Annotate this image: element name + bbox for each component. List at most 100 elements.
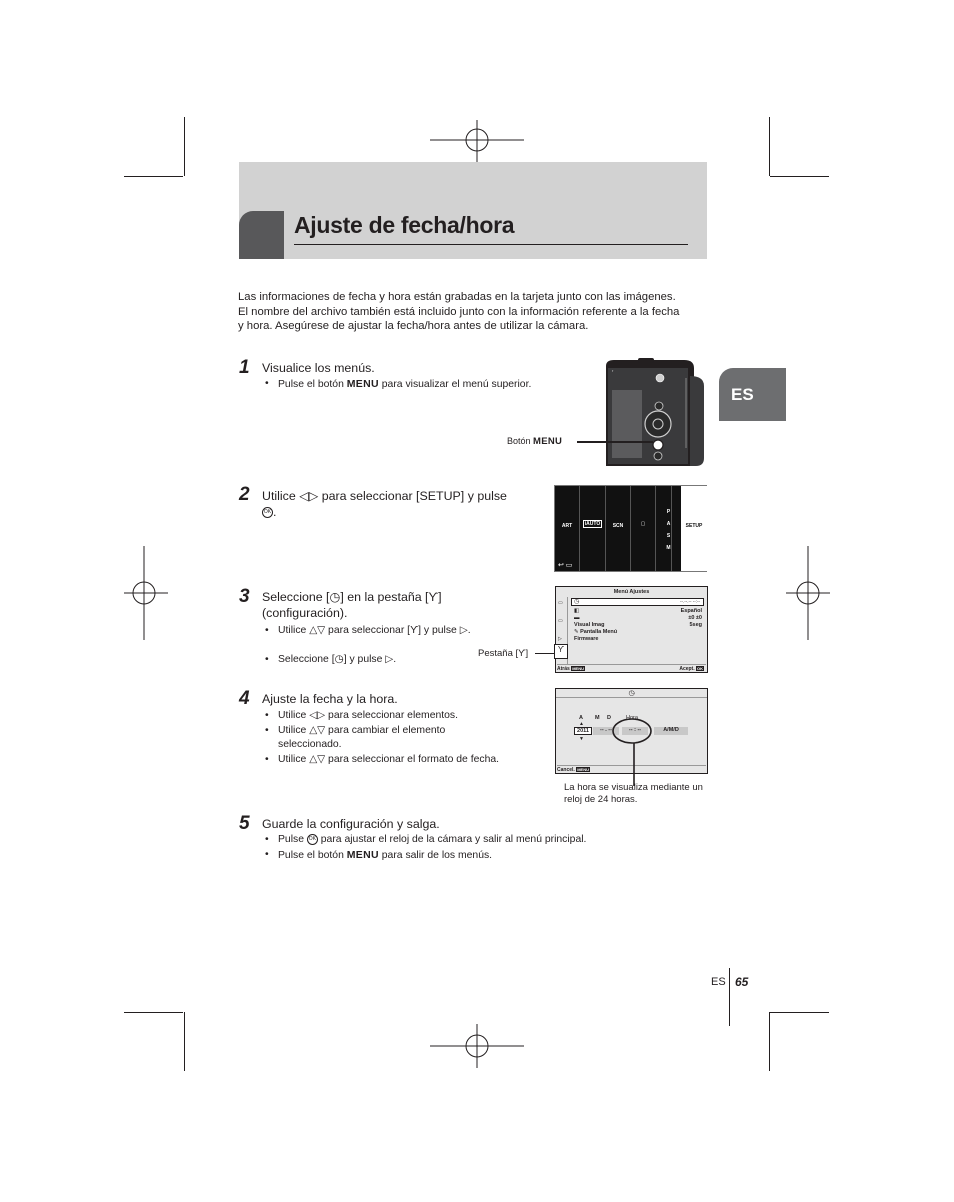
menu-tab-setup: SETUP [681,486,707,571]
bullet: Pulse el botón MENU para salir de los me… [265,848,685,863]
callout-text: ] [525,648,529,659]
step-text-part: para seleccionar [SETUP] y pulse [318,489,507,503]
row-monitor: ▬±0 ±0 [574,615,702,622]
label-day: D [607,715,611,721]
screen-footer: Atrás MENU Acept. OK [557,664,706,672]
bullet-text: Utilice [278,725,310,736]
menu-tab-photo-story: ▢ [631,486,656,571]
row-value: ±0 ±0 [688,615,702,621]
bullet: Utilice △▽ para seleccionar [ϒ] y pulse … [265,624,475,638]
header-band [239,162,707,259]
date-format-field: A/M/D [654,727,688,735]
screen-footer: Cancel. MENU [557,765,706,773]
ok-button-icon: OK [262,507,273,519]
bullet-text: ] y pulse [343,654,386,665]
menu-tab-art: ART [555,486,580,571]
title-rule [294,244,688,245]
left-right-arrows-icon: ◁▷ [309,710,326,721]
down-arrow-icon: ▼ [579,736,584,742]
registration-mark-top [430,120,524,162]
playback-tab-icon: ▷ [558,636,562,642]
camera-illustration: r [604,358,708,468]
side-tabs: ▭ ▭ ▷ [556,597,568,664]
custom-menu-icon: ✎ [574,629,581,635]
step-text-part: ] (configuración). [262,590,442,620]
up-down-arrows-icon: △▽ [309,625,326,636]
up-arrow-icon: ▲ [579,721,584,727]
right-arrow-icon: ▷ [459,625,468,636]
screen-title: Menú Ajustes [613,589,650,595]
key-badge: MENU [571,666,585,671]
step-text: Seleccione [◷] en la pestaña [ϒ] (config… [262,589,492,621]
label-month: M [595,715,600,721]
divider [556,697,707,698]
menu-tab-pasm: P A S M [666,486,672,571]
callout-text: Pestaña [ [478,648,519,659]
bullet: Pulse el botón MENU para visualizar el m… [265,377,535,392]
wrench-icon: ϒ [428,590,439,604]
step-text: Utilice ◁▷ para seleccionar [SETUP] y pu… [262,488,552,520]
menu-button-callout: Botón MENU [507,435,562,448]
step-number: 5 [239,813,250,834]
step-text-part: . [273,505,277,519]
label-time: Hora [626,715,638,721]
row-menu-display: ✎ Pantalla Menú [574,629,702,636]
clock-icon: ◷ [329,590,341,604]
bullet-text: ] y pulse [418,625,460,636]
menu-key-label: MENU [533,436,563,447]
up-down-arrows-icon: △▽ [309,725,326,736]
left-right-arrows-icon: ◁▷ [299,489,319,503]
language-icon: ◧ [574,608,580,614]
step-number: 1 [239,357,250,378]
menu-tab-scn: SCN [606,486,631,571]
bullet-text: Pulse el botón [278,850,347,861]
step-number: 2 [239,484,250,505]
header-tab [239,211,284,259]
bullet-text: para salir de los menús. [378,850,493,861]
key-badge: MENU [576,767,590,772]
row-value: 5seg [689,622,702,628]
footer-accept: Acept. [679,666,695,672]
ok-button-icon: OK [306,833,318,845]
intro-paragraph: Las informaciones de fecha y hora están … [238,291,680,332]
bullet-text: Seleccione [ [278,654,335,665]
step-text: Visualice los menús. [262,361,375,375]
bullet: Utilice △▽ para seleccionar el formato d… [265,753,545,767]
bullet-text: Utilice [278,625,310,636]
clock-icon: ◷ [334,654,344,665]
setup-menu-screen: Menú Ajustes ▭ ▭ ▷ ϒ ◷ --.--.-- --:-- ◧E… [554,586,708,673]
folio-language: ES [711,976,726,988]
bullet-text: . [393,654,397,665]
bullet-text: para cambiar el elemento seleccionado. [278,725,446,750]
bullet-text: para seleccionar el formato de fecha. [325,754,500,765]
month-day-field: -- . -- [593,727,619,735]
datetime-value: --.--.-- --:-- [680,599,700,604]
year-field: 2011 [574,727,592,735]
wrench-icon: ϒ [410,625,419,636]
row-label: Pantalla Menú [580,629,618,635]
row-value: Español [680,608,702,614]
camera-tab-icon: ▭ [558,600,563,606]
bullet-text: para ajustar el reloj de la cámara y sal… [317,834,587,845]
registration-mark-left [124,546,168,640]
bullet-text: para seleccionar elementos. [325,710,459,721]
menu-key-label: MENU [346,378,379,390]
step-text-part: Seleccione [ [262,590,330,604]
back-icon: ↩ ▭ [558,562,573,569]
step-number: 4 [239,688,250,709]
bullet-text: Pulse el botón [278,379,347,390]
language-tab: ES [719,368,786,421]
photo-story-icon: ▢ [640,521,646,527]
bullet-text: para seleccionar [ [325,625,411,636]
page-number: 65 [735,975,749,989]
label-year: A [579,715,583,721]
registration-mark-bottom [430,1024,524,1068]
menu-tab-label: iAUTO [582,520,603,528]
camera2-tab-icon: ▭ [558,618,563,624]
registration-mark-right [786,546,830,640]
callout-leader [577,441,653,443]
step-text-part: ] en la pestaña [ [340,590,429,604]
bullet-text: para visualizar el menú superior. [378,379,532,390]
